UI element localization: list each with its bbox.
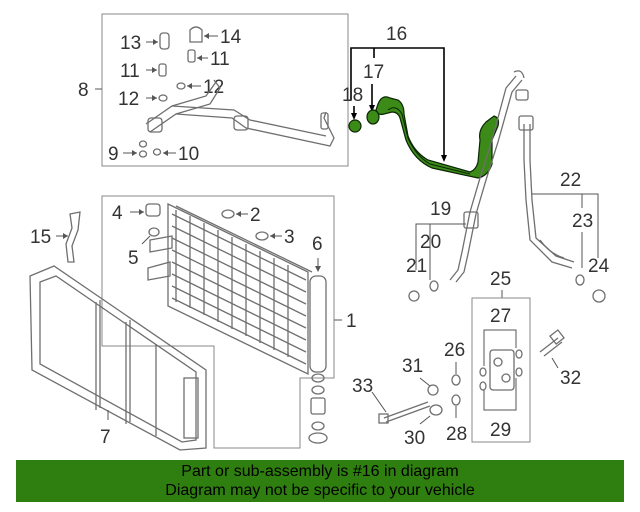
part-28-oring [451, 394, 461, 406]
callout-21: 21 [406, 256, 427, 277]
callout-17: 17 [363, 62, 384, 83]
callout-30: 30 [404, 428, 425, 449]
callout-9: 9 [108, 144, 119, 165]
callout-23: 23 [572, 211, 593, 232]
part-21-oring [408, 290, 420, 302]
callout-22: 22 [560, 170, 581, 191]
callout-1: 1 [346, 311, 357, 332]
callout-25: 25 [490, 269, 511, 290]
callout-24: 24 [588, 256, 610, 277]
part-32-bolt [539, 329, 565, 369]
callout-10: 10 [178, 144, 199, 165]
box-8 [101, 13, 349, 167]
callout-28: 28 [446, 424, 467, 445]
part-30-nut [429, 404, 443, 416]
callout-32: 32 [560, 368, 581, 389]
callout-4: 4 [112, 203, 123, 224]
callout-13: 13 [120, 33, 141, 54]
part-14-valve [189, 26, 218, 43]
callout-11-right: 11 [210, 49, 230, 70]
part-20-oring [429, 280, 439, 292]
callout-20: 20 [420, 232, 441, 253]
part-5-grommet [148, 227, 160, 237]
callout-19: 19 [430, 199, 451, 220]
callout-18: 18 [342, 85, 363, 106]
box-25 [471, 297, 531, 443]
info-banner: Part or sub-assembly is #16 in diagram D… [16, 460, 624, 502]
callout-27: 27 [490, 306, 511, 327]
callout-7: 7 [100, 427, 111, 448]
part-2-clip [221, 209, 235, 219]
part-15-bracket [56, 211, 81, 263]
part-31-washer [427, 384, 439, 396]
part-26-oring [451, 374, 461, 386]
part-7-radiator-shroud [29, 265, 207, 451]
part-16-ac-line-highlighted [348, 96, 500, 179]
part-19-ac-line [449, 70, 529, 283]
callout-5: 5 [128, 248, 139, 269]
callout-15: 15 [30, 227, 51, 248]
part-11-cap-left [146, 63, 167, 77]
callout-26: 26 [444, 340, 465, 361]
callout-11-left: 11 [120, 61, 140, 82]
part-25-expansion-valve [479, 349, 523, 391]
part-22-ac-line [518, 115, 575, 269]
part-12-oring-left [146, 94, 168, 102]
part-23-oring [575, 274, 585, 286]
part-4-bracket [145, 203, 161, 217]
box-1 [101, 195, 335, 449]
part-3-clip [255, 231, 269, 241]
callout-29: 29 [490, 420, 511, 441]
part-33-stud [371, 391, 431, 424]
callout-8: 8 [78, 80, 89, 101]
part-12-oring [176, 82, 201, 90]
part-1-condenser [147, 202, 313, 376]
part-10-oring [152, 148, 176, 156]
part-24-oring [592, 289, 606, 303]
callout-2: 2 [250, 205, 261, 226]
callout-6: 6 [312, 234, 323, 255]
part-13-fitting [146, 32, 170, 50]
banner-line-2: Diagram may not be specific to your vehi… [165, 482, 475, 499]
callout-33: 33 [352, 376, 373, 397]
banner-line-1: Part or sub-assembly is #16 in diagram [181, 463, 459, 480]
callout-12-left: 12 [118, 89, 139, 110]
callout-31: 31 [402, 356, 423, 377]
part-11-cap [187, 49, 208, 63]
part-9-oring [123, 140, 148, 158]
callout-3: 3 [284, 227, 295, 248]
callout-14: 14 [220, 27, 242, 48]
part-6-receiver-drier [308, 275, 328, 444]
callout-16: 16 [386, 24, 407, 45]
part-8-line-assembly [145, 79, 335, 147]
